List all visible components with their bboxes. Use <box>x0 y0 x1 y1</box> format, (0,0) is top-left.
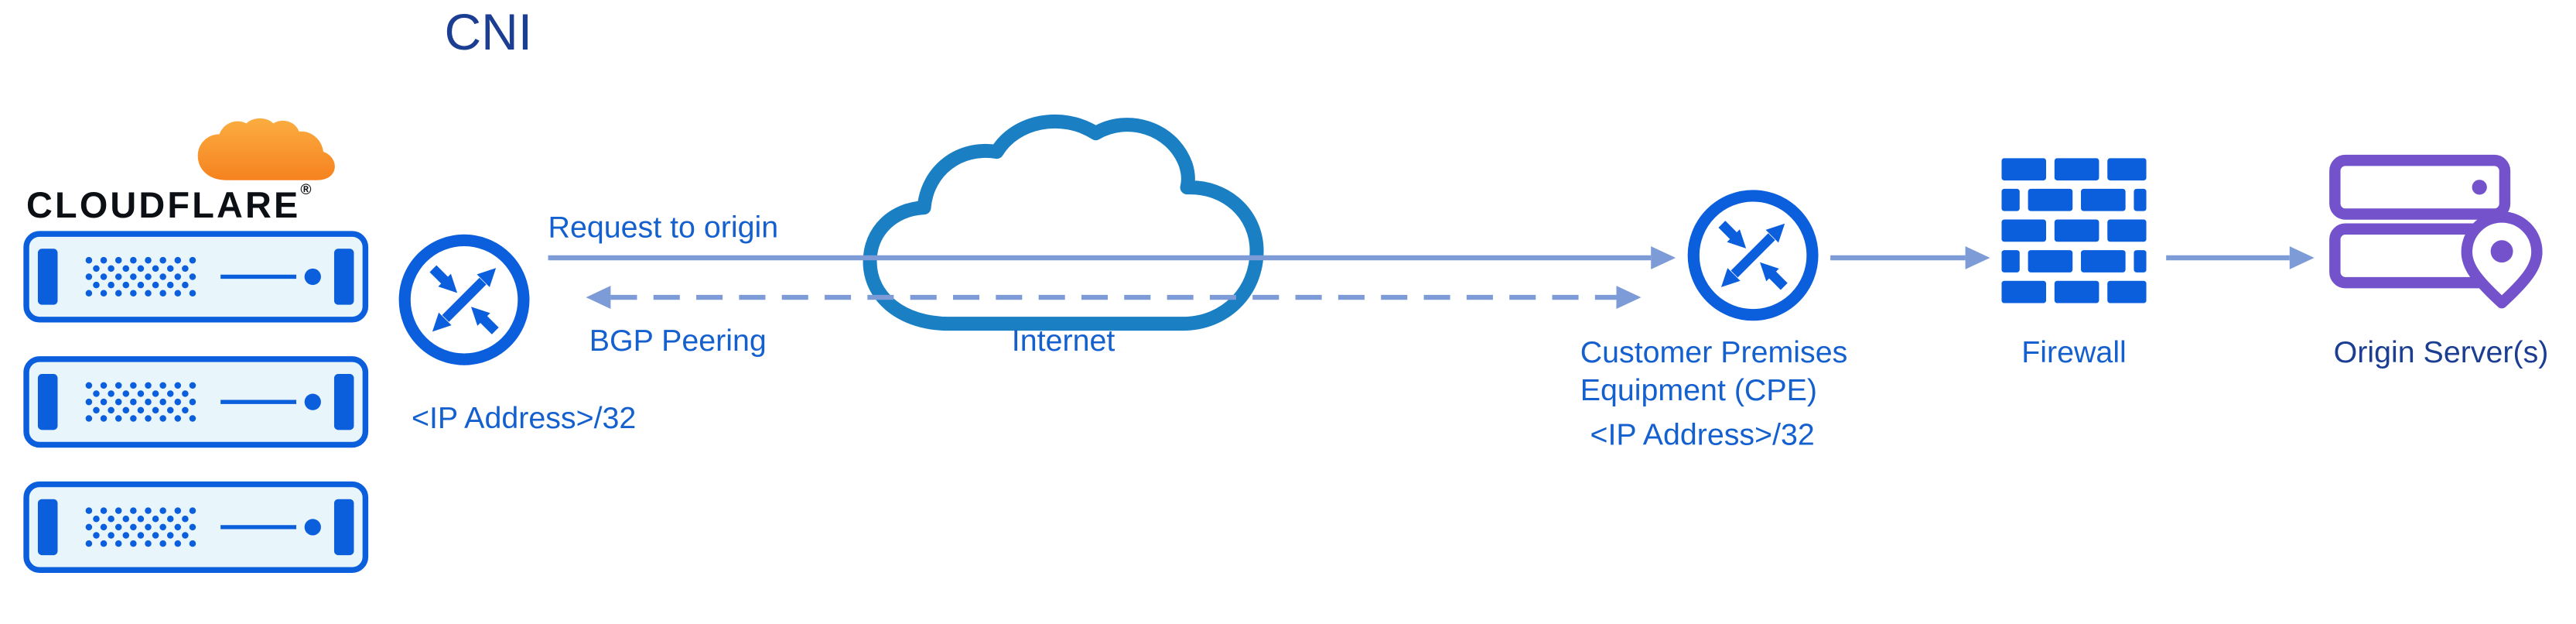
internet-cloud-icon <box>863 114 1264 331</box>
arrowhead-right <box>1616 286 1642 309</box>
origin-server-label: Origin Server(s) <box>2333 334 2549 369</box>
cpe-label-line2: Equipment (CPE) <box>1580 372 1817 407</box>
location-pin-icon <box>2461 211 2543 309</box>
cpe-to-firewall-arrow <box>1830 246 1990 269</box>
arrowhead-right <box>1965 246 1990 269</box>
cloudflare-server-icon <box>23 481 369 573</box>
arrowhead-left <box>586 286 611 309</box>
edge-router-ip-label: <IP Address>/32 <box>411 400 637 435</box>
arrowhead-right <box>2289 246 2315 269</box>
request-to-origin-label: Request to origin <box>548 209 779 244</box>
origin-server-icon <box>2329 154 2543 309</box>
cpe-ip-label: <IP Address>/32 <box>1590 417 1815 452</box>
cloudflare-cloud-icon <box>197 118 335 180</box>
cloudflare-wordmark-text: CLOUDFLARE <box>26 184 301 226</box>
registered-mark: ® <box>300 181 312 198</box>
arrowhead-right <box>1651 246 1676 269</box>
cloudflare-server-icon <box>23 231 369 323</box>
cpe-router-icon <box>1684 186 1823 324</box>
firewall-to-origin-arrow <box>2166 246 2315 269</box>
bgp-peering-label: BGP Peering <box>589 323 767 358</box>
internet-label: Internet <box>1011 323 1115 358</box>
edge-router-icon <box>395 231 534 369</box>
cpe-label-line1: Customer Premises <box>1580 334 1848 369</box>
diagram-title: CNI <box>444 3 533 61</box>
firewall-label: Firewall <box>2021 334 2127 369</box>
firewall-icon <box>2001 158 2147 303</box>
cloudflare-logo: CLOUDFLARE® <box>26 115 365 234</box>
cloudflare-wordmark: CLOUDFLARE® <box>26 181 312 227</box>
cloudflare-server-icon <box>23 356 369 448</box>
